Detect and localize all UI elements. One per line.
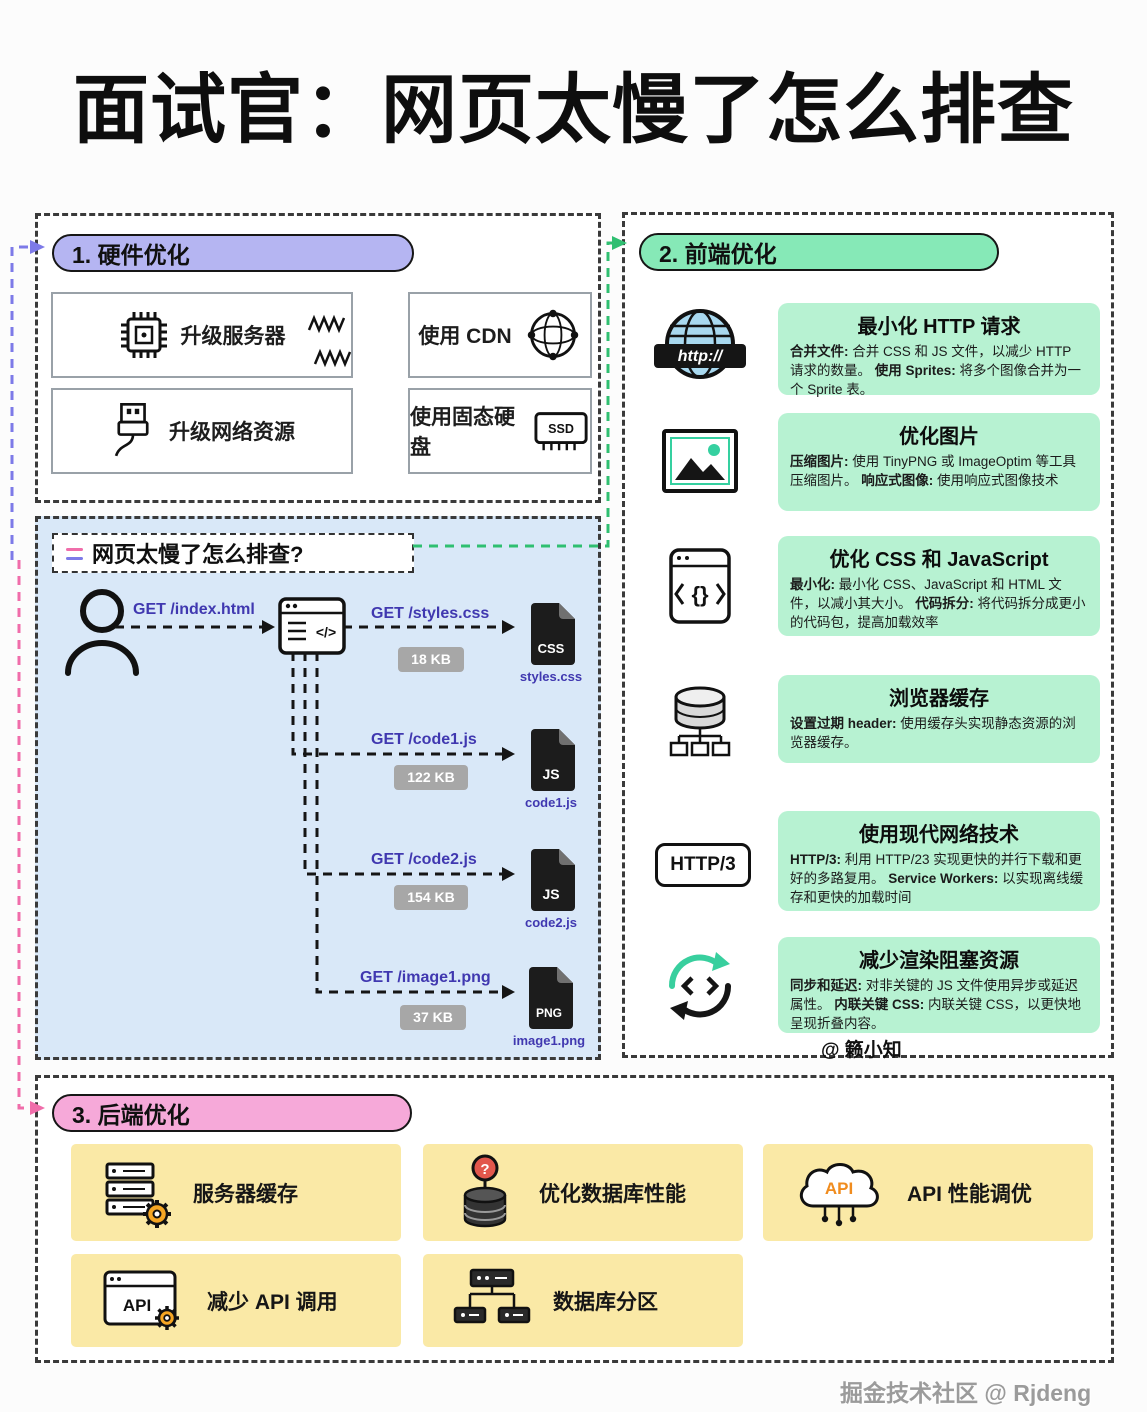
database-partition-icon [453, 1268, 531, 1323]
frontend-card-render-blocking: 减少渲染阻塞资源 同步和延迟: 对非关键的 JS 文件使用异步或延迟属性。 内联… [778, 937, 1100, 1033]
http-globe-icon: http:// [654, 309, 746, 379]
backend-item-label: 减少 API 调用 [207, 1290, 338, 1314]
hardware-item-use-ssd: 使用固态硬盘 SSD [408, 388, 592, 474]
cdn-globe-icon [527, 309, 578, 361]
frontend-card-browser-cache: 浏览器缓存 设置过期 header: 使用缓存头实现静态资源的浏览器缓存。 [778, 675, 1100, 763]
flow-header-label: 网页太慢了怎么排查? [92, 542, 304, 567]
backend-item-api-tuning: API API 性能调优 [763, 1144, 1093, 1241]
card-body: 合并文件: 合并 CSS 和 JS 文件，以减少 HTTP 请求的数量。 使用 … [790, 344, 1082, 398]
card-title: 减少渲染阻塞资源 [859, 950, 1019, 972]
card-title: 浏览器缓存 [889, 688, 989, 710]
backend-item-label: API 性能调优 [907, 1182, 1032, 1206]
get-index-label: GET /index.html [133, 601, 255, 618]
file-name-label: code2.js [524, 915, 578, 930]
file-name-label: image1.png [512, 1033, 586, 1048]
image-icon [662, 429, 738, 493]
card-title: 优化图片 [899, 426, 979, 448]
pink-dash-decoration [66, 548, 83, 551]
js-file-icon: JS [531, 729, 575, 791]
size-badge: 18 KB [398, 647, 464, 672]
size-badge: 154 KB [394, 885, 468, 910]
file-type-label: JS [542, 886, 559, 902]
attribution: @ 籁小知 [821, 1040, 902, 1061]
backend-item-reduce-api-calls: API 减少 API 调用 [71, 1254, 401, 1347]
file-name-label: code1.js [524, 795, 578, 810]
section-frontend: 2. 前端优化 http:// 最小化 HTTP 请求 合并文件: 合并 CSS… [622, 212, 1114, 1061]
card-title: 最小化 HTTP 请求 [857, 316, 1021, 338]
hardware-item-label: 使用 CDN [418, 325, 512, 348]
frontend-card-minimize-http: 最小化 HTTP 请求 合并文件: 合并 CSS 和 JS 文件，以减少 HTT… [778, 303, 1100, 397]
hardware-item-use-cdn: 使用 CDN [408, 292, 592, 378]
file-type-label: JS [542, 766, 559, 782]
get-code2-label: GET /code2.js [371, 851, 477, 868]
backend-item-label: 数据库分区 [553, 1290, 658, 1314]
file-type-label: PNG [536, 1006, 562, 1020]
refresh-arrows-icon [668, 952, 732, 1020]
purple-dash-decoration [66, 557, 83, 560]
card-body: 设置过期 header: 使用缓存头实现静态资源的浏览器缓存。 [790, 716, 1076, 751]
file-name-label: styles.css [519, 669, 583, 684]
card-title: 使用现代网络技术 [859, 824, 1019, 846]
browser-cache-icon [669, 686, 731, 757]
backend-item-label: 服务器缓存 [193, 1182, 298, 1206]
backend-item-db-partition: 数据库分区 [423, 1254, 743, 1347]
coil-decoration-icon [307, 314, 345, 334]
get-image-label: GET /image1.png [360, 969, 491, 986]
browser-icon: </> [278, 597, 346, 655]
hardware-item-upgrade-server: 升级服务器 [51, 292, 353, 378]
hardware-item-upgrade-network: 升级网络资源 [51, 388, 353, 474]
browser-code-glyph: </> [316, 624, 336, 640]
backend-item-db-performance: ? 优化数据库性能 [423, 1144, 743, 1241]
hardware-header: 1. 硬件优化 [52, 234, 414, 272]
code-file-icon: {} [669, 548, 731, 624]
css-file-icon: CSS [531, 603, 575, 665]
file-type-label: CSS [538, 641, 565, 656]
code-glyph: {} [691, 582, 709, 607]
card-body: 最小化: 最小化 CSS、JavaScript 和 HTML 文件，以减小其大小… [790, 577, 1086, 631]
section-hardware: 1. 硬件优化 升级服务器 使用 CDN [35, 213, 601, 503]
section-backend: 3. 后端优化 服务器缓存 ? 优化 [35, 1075, 1114, 1363]
user-icon [65, 589, 139, 676]
page-title: 面试官：网页太慢了怎么排查 [73, 68, 1074, 153]
hardware-item-label: 升级网络资源 [169, 421, 295, 444]
coil-decoration-icon [313, 348, 351, 368]
ssd-icon: SSD [534, 412, 588, 451]
js-file-icon: JS [531, 849, 575, 911]
watermark: 掘金技术社区 @ Rjdeng [840, 1380, 1092, 1406]
database-performance-icon: ? [463, 1154, 507, 1227]
flow-header: 网页太慢了怎么排查? [52, 533, 414, 573]
size-badge: 37 KB [400, 1005, 466, 1030]
api-cloud-icon: API [799, 1162, 879, 1226]
question-mark: ? [480, 1161, 489, 1178]
card-body: HTTP/3: 利用 HTTP/23 实现更快的并行下载和更好的多路复用。 Se… [790, 852, 1084, 906]
ssd-label: SSD [548, 422, 574, 436]
frontend-card-optimize-css-js: 优化 CSS 和 JavaScript 最小化: 最小化 CSS、JavaScr… [778, 536, 1100, 636]
hardware-item-label: 使用固态硬盘 [410, 406, 515, 459]
server-cache-icon [105, 1162, 171, 1228]
card-title: 优化 CSS 和 JavaScript [829, 549, 1049, 571]
http-banner-label: http:// [678, 348, 724, 365]
chip-icon [120, 312, 167, 358]
section-request-flow: 网页太慢了怎么排查? GET /index.html </> GET /styl… [35, 516, 601, 1060]
frontend-card-modern-network: 使用现代网络技术 HTTP/3: 利用 HTTP/23 实现更快的并行下载和更好… [778, 811, 1100, 911]
backend-header: 3. 后端优化 [52, 1094, 412, 1132]
png-file-icon: PNG [529, 967, 573, 1029]
frontend-card-optimize-images: 优化图片 压缩图片: 使用 TinyPNG 或 ImageOptim 等工具压缩… [778, 413, 1100, 511]
api-label: API [825, 1179, 853, 1198]
hardware-item-label: 升级服务器 [180, 325, 286, 348]
frontend-header: 2. 前端优化 [639, 233, 999, 271]
usb-plug-icon [114, 403, 149, 457]
api-window-icon: API [103, 1270, 179, 1330]
card-body: 同步和延迟: 对非关键的 JS 文件使用异步或延迟属性。 内联关键 CSS: 内… [790, 978, 1082, 1032]
http3-badge-icon: HTTP/3 [655, 843, 751, 887]
size-badge: 122 KB [394, 765, 468, 790]
api-label: API [123, 1296, 151, 1315]
backend-item-label: 优化数据库性能 [539, 1182, 686, 1206]
card-body: 压缩图片: 使用 TinyPNG 或 ImageOptim 等工具压缩图片。 响… [790, 454, 1077, 489]
backend-item-server-cache: 服务器缓存 [71, 1144, 401, 1241]
get-code1-label: GET /code1.js [371, 731, 477, 748]
get-styles-label: GET /styles.css [371, 605, 490, 622]
